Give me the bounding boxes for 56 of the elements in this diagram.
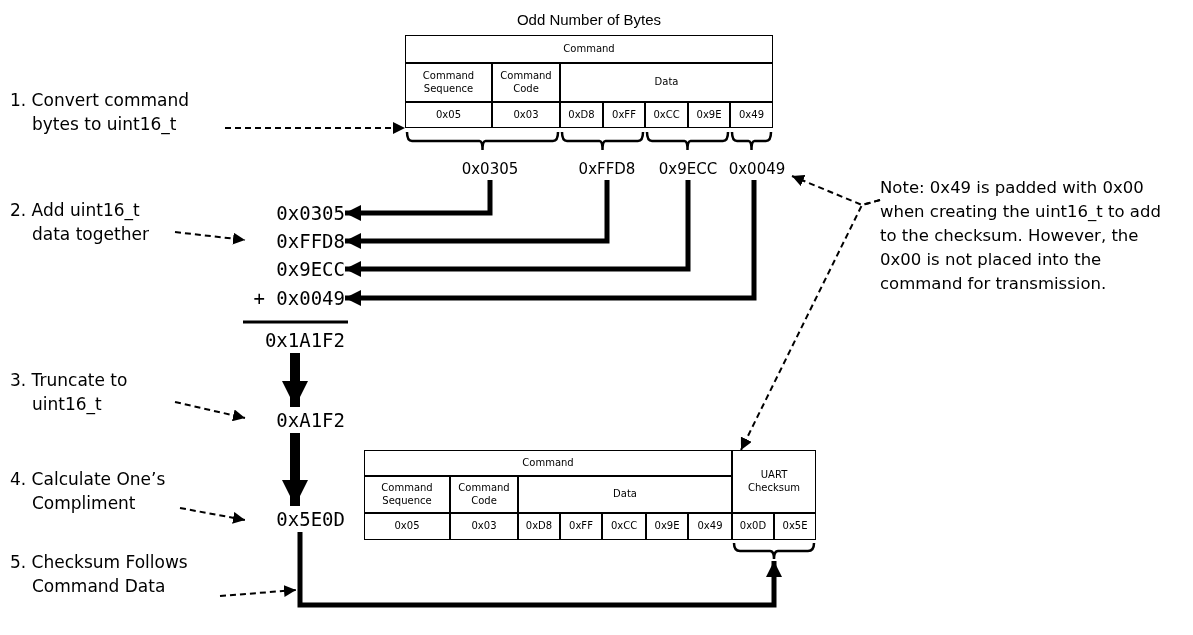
header-cell: Command Code bbox=[450, 476, 518, 513]
header-cell: Data bbox=[518, 476, 732, 513]
table-cell: 0x9E bbox=[646, 513, 688, 540]
step-label: 2. Add uint16_t data together bbox=[10, 198, 175, 248]
table-cell: 0x03 bbox=[450, 513, 518, 540]
table-cell: 0x49 bbox=[730, 102, 773, 128]
hex-value: 0x0305 bbox=[452, 158, 528, 180]
arrow bbox=[297, 532, 782, 608]
dashed-arrow bbox=[174, 401, 246, 422]
arrow bbox=[345, 180, 757, 306]
table-cell: 0xCC bbox=[602, 513, 646, 540]
dashed-arrow bbox=[219, 584, 297, 597]
dashed-arrow bbox=[740, 199, 881, 451]
header-cell: Command Sequence bbox=[405, 63, 492, 102]
header-cell: Command bbox=[405, 35, 773, 63]
table-cell: 0x0D bbox=[732, 513, 774, 540]
table-cell: 0xD8 bbox=[518, 513, 560, 540]
step-label: 1. Convert command bytes to uint16_t bbox=[10, 88, 225, 138]
table-cell: 0xFF bbox=[560, 513, 602, 540]
hex-value: + 0x0049 bbox=[215, 285, 345, 311]
table-cell: 0x5E bbox=[774, 513, 816, 540]
arrow bbox=[345, 180, 610, 249]
header-cell: Data bbox=[560, 63, 773, 102]
dashed-arrow bbox=[174, 231, 246, 245]
note-text: Note: 0x49 is padded with 0x00 when creating the uint16_t to add to the checksum. However, the 0x00 is not placed into the command for transmission. bbox=[880, 176, 1172, 296]
table-cell: 0x9E bbox=[688, 102, 730, 128]
bracket bbox=[732, 541, 816, 561]
header-cell: UART Checksum bbox=[732, 450, 816, 513]
header-cell: Command Code bbox=[492, 63, 560, 102]
hex-value: 0x9ECC bbox=[245, 256, 345, 282]
dashed-arrow bbox=[179, 507, 246, 524]
table-cell: 0x49 bbox=[688, 513, 732, 540]
header-cell: Command Sequence bbox=[364, 476, 450, 513]
hex-value: 0xFFD8 bbox=[245, 228, 345, 254]
hex-value: 0x5E0D bbox=[245, 506, 345, 532]
step-label: 4. Calculate One’s Compliment bbox=[10, 467, 180, 517]
table-cell: 0xD8 bbox=[560, 102, 603, 128]
table-title: Odd Number of Bytes bbox=[515, 11, 663, 28]
hex-value: 0xA1F2 bbox=[245, 407, 345, 433]
header-cell: Command bbox=[364, 450, 732, 476]
arrow bbox=[345, 180, 493, 221]
hex-value: 0xFFD8 bbox=[569, 158, 645, 180]
table-cell: 0xCC bbox=[645, 102, 688, 128]
block-arrow bbox=[282, 353, 308, 407]
hex-value: 0x1A1F2 bbox=[235, 327, 345, 353]
hex-value: 0x0305 bbox=[245, 200, 345, 226]
block-arrow bbox=[282, 433, 308, 506]
dashed-arrow bbox=[224, 122, 406, 134]
table-cell: 0xFF bbox=[603, 102, 645, 128]
step-label: 5. Checksum Follows Command Data bbox=[10, 550, 220, 600]
table-cell: 0x05 bbox=[405, 102, 492, 128]
step-label: 3. Truncate to uint16_t bbox=[10, 368, 175, 418]
data-table bbox=[364, 450, 816, 540]
table-cell: 0x03 bbox=[492, 102, 560, 128]
table-cell: 0x05 bbox=[364, 513, 450, 540]
arrow bbox=[345, 180, 691, 277]
